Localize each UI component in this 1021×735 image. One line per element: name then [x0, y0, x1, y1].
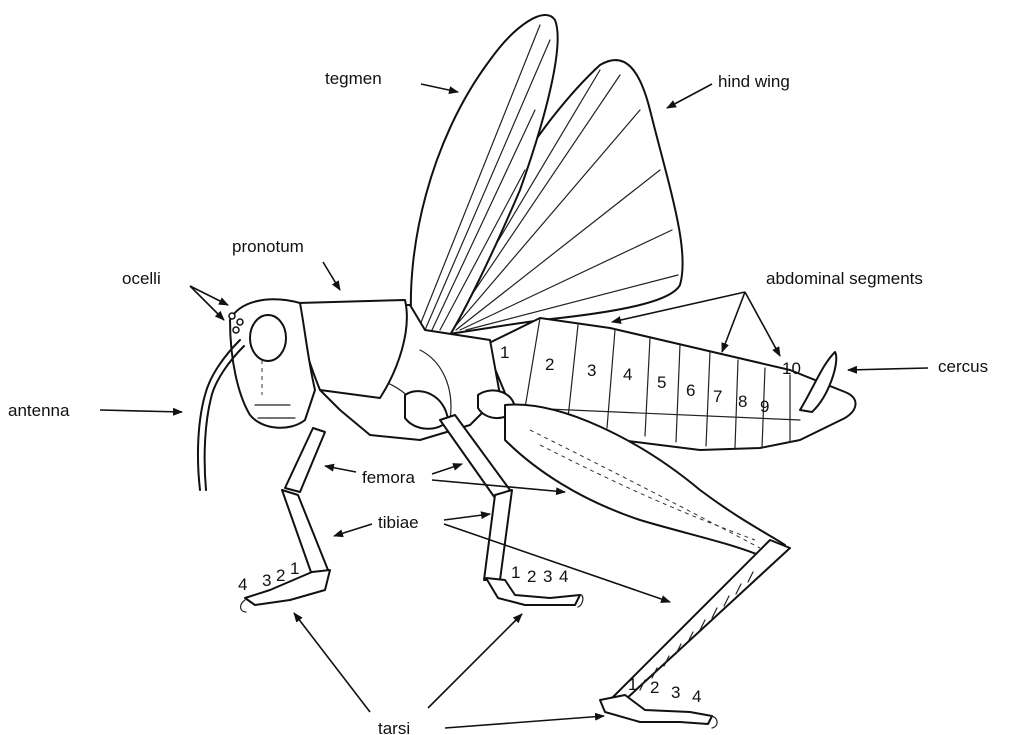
segment-number-2: 2: [545, 355, 554, 374]
label-abdominal-segments: abdominal segments: [766, 269, 923, 288]
arrow-tarsi-2: [428, 614, 522, 708]
arrow-hind-wing: [667, 84, 712, 108]
front-tarsus-number-3: 3: [262, 571, 271, 590]
arrow-tarsi-3: [445, 716, 604, 728]
hind-tarsus-number-1: 1: [628, 675, 637, 694]
arrow-femora-2: [432, 464, 462, 474]
segment-number-9: 9: [760, 397, 769, 416]
arrow-cercus: [848, 368, 928, 370]
label-pronotum: pronotum: [232, 237, 304, 256]
segment-number-5: 5: [657, 373, 666, 392]
label-antenna: antenna: [8, 401, 70, 420]
label-ocelli: ocelli: [122, 269, 161, 288]
arrow-abdominal-3: [745, 292, 780, 356]
hind-tarsus-number-2: 2: [650, 678, 659, 697]
arrow-ocelli-2: [190, 286, 224, 320]
segment-number-3: 3: [587, 361, 596, 380]
label-cercus: cercus: [938, 357, 988, 376]
arrow-tibiae-3: [444, 524, 670, 602]
arrow-ocelli-1: [190, 286, 228, 305]
front-tarsus-number-4: 4: [238, 575, 247, 594]
arrow-abdominal-2: [722, 292, 745, 352]
arrow-antenna: [100, 410, 182, 412]
arrow-tegmen: [421, 84, 458, 92]
segment-number-4: 4: [623, 365, 632, 384]
segment-number-7: 7: [713, 387, 722, 406]
arrow-pronotum: [323, 262, 340, 290]
arrow-tibiae-1: [334, 524, 372, 536]
label-tibiae: tibiae: [378, 513, 419, 532]
label-tegmen: tegmen: [325, 69, 382, 88]
hind-tarsus-number-4: 4: [692, 687, 701, 706]
arrow-femora-1: [325, 466, 356, 472]
hind-tarsus-number-3: 3: [671, 683, 680, 702]
head: [229, 299, 315, 427]
front-tarsus-number-1: 1: [290, 559, 299, 578]
segment-number-1: 1: [500, 343, 509, 362]
label-femora: femora: [362, 468, 415, 487]
mid-tarsus-number-2: 2: [527, 567, 536, 586]
mid-tarsus-number-4: 4: [559, 567, 568, 586]
segment-number-6: 6: [686, 381, 695, 400]
label-hind-wing: hind wing: [718, 72, 790, 91]
mid-tarsus-number-1: 1: [511, 563, 520, 582]
segment-number-10: 10: [782, 359, 801, 378]
segment-number-8: 8: [738, 392, 747, 411]
front-tarsus-number-2: 2: [276, 566, 285, 585]
arrow-tarsi-1: [294, 613, 370, 712]
mid-tarsus-number-3: 3: [543, 567, 552, 586]
label-tarsi: tarsi: [378, 719, 410, 735]
arrow-tibiae-2: [444, 514, 490, 520]
